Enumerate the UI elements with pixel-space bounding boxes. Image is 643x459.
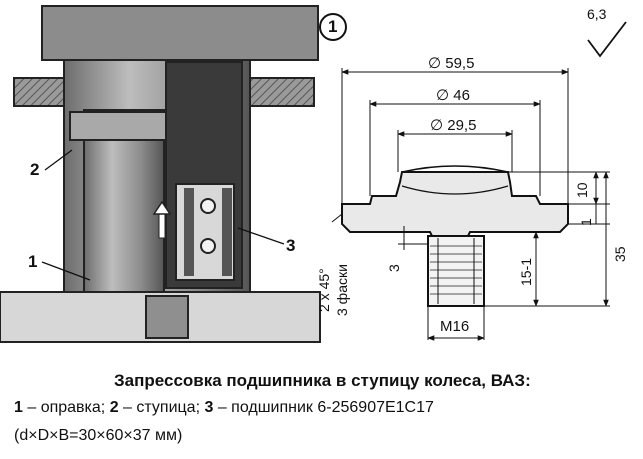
press-assembly-view — [0, 5, 321, 343]
chamfer-label-b: 3 фаски — [334, 264, 350, 316]
bearing-ball — [200, 198, 216, 214]
thread-lines — [430, 245, 482, 295]
caption-text-1: – оправка; — [22, 399, 110, 416]
caption-legend: 1 – оправка; 2 – ступица; 3 – подшипник … — [14, 399, 434, 417]
roughness-symbol — [587, 21, 627, 58]
dim-height-10: 10 — [574, 182, 590, 198]
dim-diameter-29-5: ∅ 29,5 — [430, 117, 477, 134]
mandrel-part-outline — [341, 171, 569, 237]
dim-height-3: 3 — [386, 264, 402, 272]
caption-title: Запрессовка подшипника в ступицу колеса,… — [114, 371, 531, 391]
caption-text-2: – ступица; — [118, 399, 205, 416]
dim-height-35: 35 — [612, 246, 628, 262]
mandrel-collar — [69, 111, 179, 141]
dim-diameter-46: ∅ 46 — [436, 87, 470, 104]
bearing — [175, 183, 235, 281]
caption-num-1: 1 — [14, 399, 23, 416]
caption-num-2: 2 — [109, 399, 119, 416]
chamfer-label-a: 2 x 45° — [316, 268, 332, 312]
figure-number: 1 — [328, 17, 338, 36]
dim-diameter-59-5: ∅ 59,5 — [428, 55, 475, 72]
threaded-stud — [145, 295, 189, 339]
caption-text-3: – подшипник 6-256907Е1С17 — [213, 399, 434, 416]
caption-line3: (d×D×B=30×60×37 мм) — [14, 427, 183, 444]
dim-thread-m16: M16 — [440, 318, 470, 335]
mandrel-detail-view — [319, 13, 627, 341]
dim-height-15: 15-1 — [518, 257, 534, 286]
roughness-label: 6,3 — [587, 6, 607, 22]
figure-number-circle — [319, 13, 347, 41]
callout-1: 1 — [28, 252, 38, 271]
dim-height-1: 1 — [578, 218, 594, 226]
callout-2: 2 — [30, 160, 40, 179]
press-direction-arrow — [158, 211, 166, 239]
caption-dimensions: (d×D×B=30×60×37 мм) — [14, 427, 182, 445]
caption-num-3: 3 — [204, 399, 214, 416]
press-top-plate — [41, 5, 319, 61]
bearing-ball — [200, 238, 216, 254]
callout-3: 3 — [286, 236, 296, 255]
caption-title-text: Запрессовка подшипника в ступицу колеса,… — [114, 371, 531, 390]
